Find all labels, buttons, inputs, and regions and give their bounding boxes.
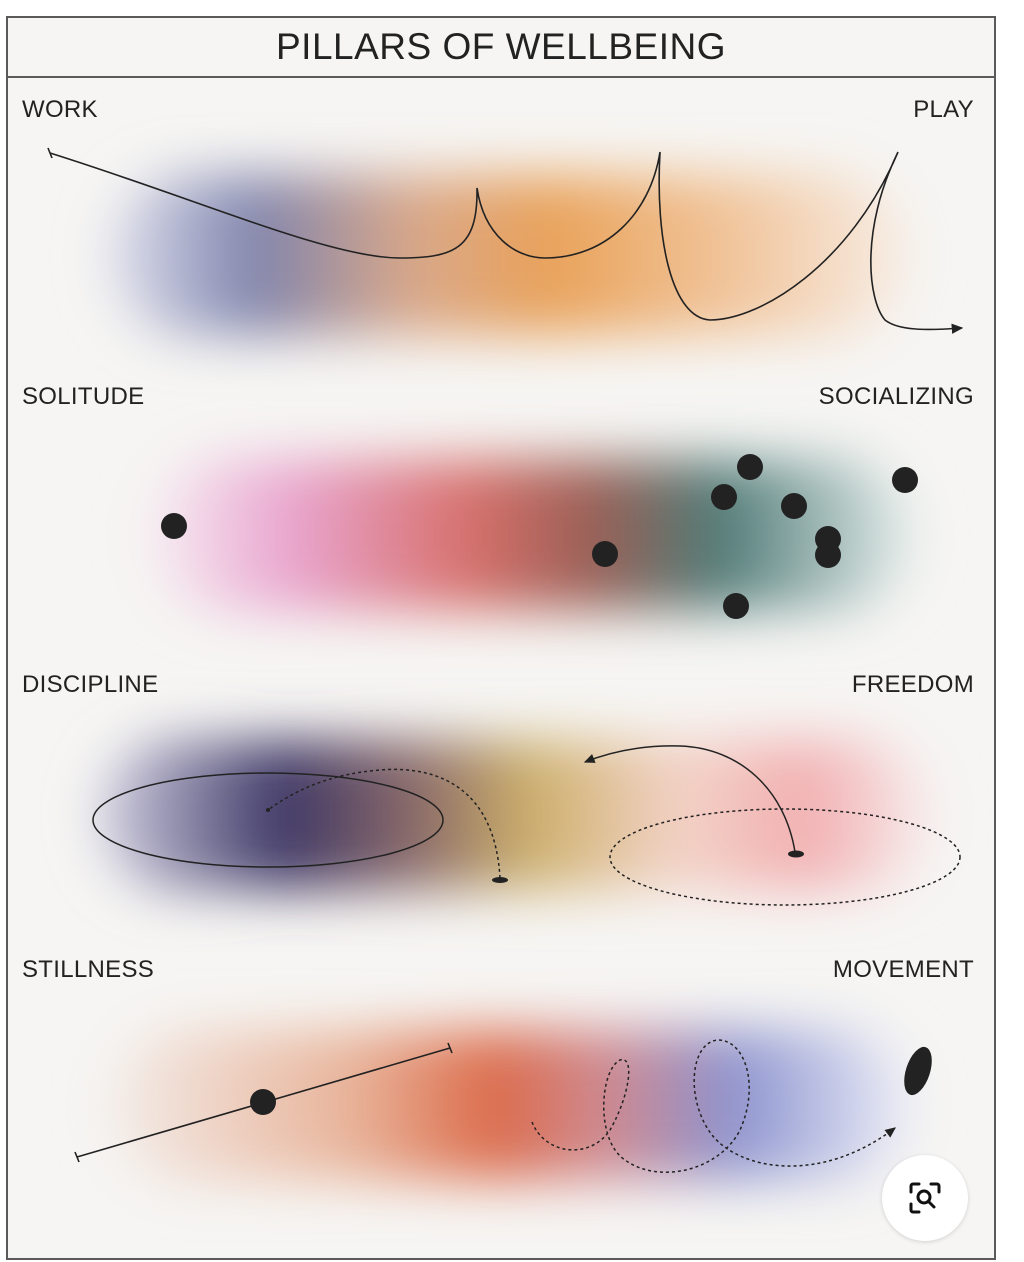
stillness-movement-band	[110, 1030, 910, 1180]
discipline-freedom-band	[100, 740, 930, 890]
social-dot	[737, 454, 763, 480]
label-movement: MOVEMENT	[832, 956, 974, 983]
zoom-lens-icon	[909, 1182, 941, 1214]
social-dot	[815, 542, 841, 568]
solitary-dot	[161, 513, 187, 539]
social-dot	[781, 493, 807, 519]
movement-path	[531, 1039, 932, 1173]
label-freedom: FREEDOM	[851, 671, 974, 698]
solitude-socializing-band	[150, 460, 910, 610]
label-solitude: SOLITUDE	[22, 383, 145, 410]
solitude-socializing-dots	[161, 454, 918, 619]
social-dot	[711, 484, 737, 510]
stillness-line	[74, 1042, 453, 1163]
label-stillness: STILLNESS	[22, 956, 155, 983]
freedom-orbit	[583, 745, 961, 906]
title-bar: PILLARS OF WELLBEING	[8, 18, 994, 78]
label-play: PLAY	[913, 96, 974, 123]
label-socializing: SOCIALIZING	[818, 383, 974, 410]
social-dot	[723, 593, 749, 619]
page-title: PILLARS OF WELLBEING	[275, 26, 727, 67]
discipline-orbit	[92, 768, 508, 883]
work-play-band	[110, 175, 910, 335]
label-work: WORK	[22, 96, 98, 123]
work-play-curve	[47, 147, 964, 334]
label-discipline: DISCIPLINE	[22, 671, 159, 698]
social-dot	[592, 541, 618, 567]
zoom-button[interactable]	[882, 1155, 968, 1241]
social-dot	[892, 467, 918, 493]
